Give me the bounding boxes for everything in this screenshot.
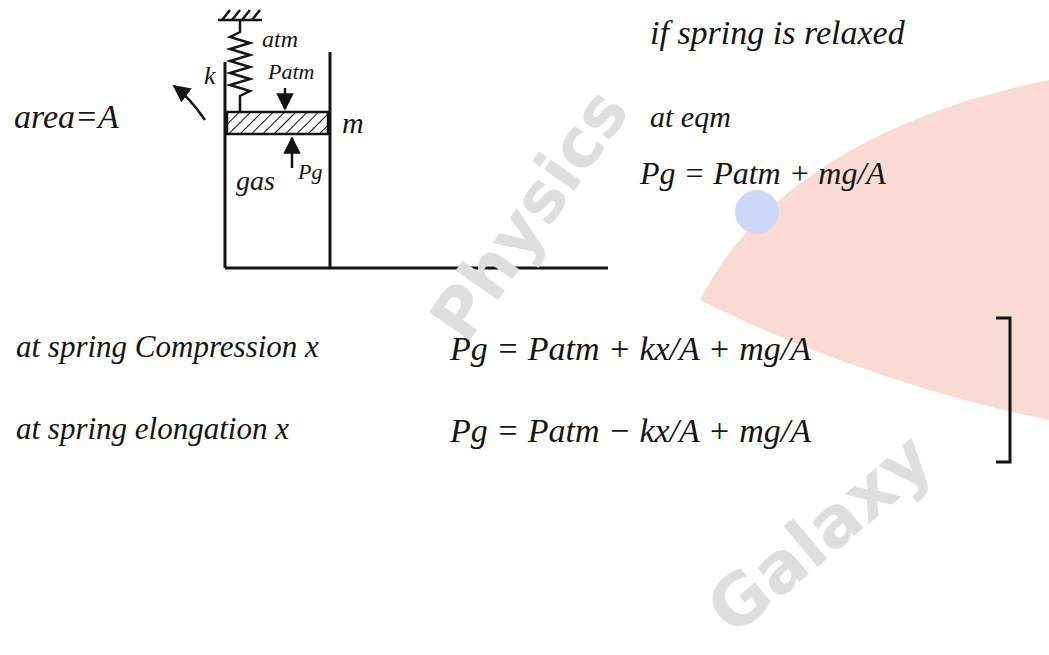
- watermark-text: Galaxy: [693, 419, 947, 649]
- watermark-text: Physics: [417, 76, 643, 354]
- watermark-dot: [735, 190, 779, 234]
- pressure-label: Patm: [268, 60, 314, 84]
- watermark-shape: [700, 80, 1049, 420]
- spring: [230, 20, 250, 112]
- mass-label: m: [342, 106, 364, 139]
- gas-label: gas: [236, 166, 275, 197]
- condition-note: at spring elongation x: [16, 412, 289, 446]
- pressure-arrow: [284, 88, 287, 109]
- ceiling: [218, 10, 262, 20]
- leader-arrow: [174, 86, 205, 120]
- bracket: [996, 318, 1010, 462]
- area-label: area=A: [14, 98, 119, 135]
- equation: Pg = Patm − kx/A + mg/A: [450, 412, 811, 449]
- condition-note: at spring Compression x: [16, 330, 319, 364]
- spring-constant: k: [204, 62, 216, 91]
- atm-label: atm: [262, 26, 298, 52]
- piston: [227, 112, 328, 134]
- pressure-arrow: [291, 138, 294, 168]
- condition-note: if spring is relaxed: [650, 14, 905, 51]
- equation: Pg = Patm + mg/A: [640, 156, 886, 191]
- pressure-label: Pg: [298, 160, 322, 184]
- condition-note: at eqm: [650, 100, 731, 133]
- equation: Pg = Patm + kx/A + mg/A: [450, 330, 811, 367]
